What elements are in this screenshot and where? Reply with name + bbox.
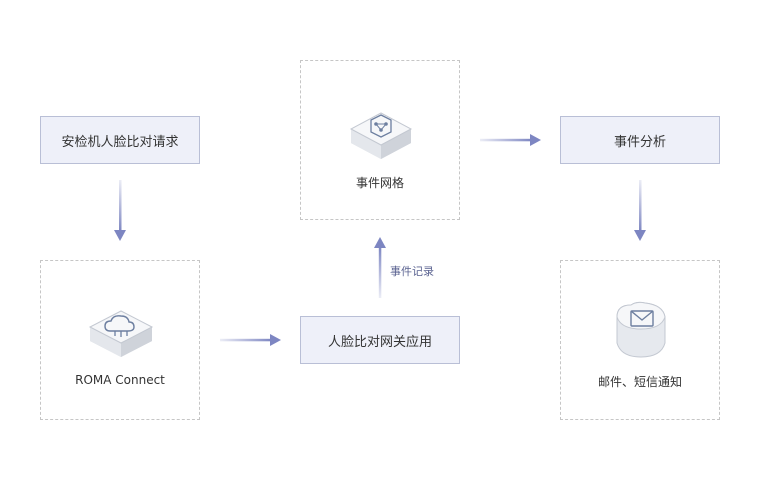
notify-label: 邮件、短信通知: [597, 375, 682, 389]
notify-node: 邮件、短信通知: [560, 260, 720, 420]
roma-connect-label: ROMA Connect: [75, 373, 165, 387]
event-mesh-node: 事件网格: [300, 60, 460, 220]
analysis-node: 事件分析: [560, 116, 720, 164]
event-mesh-label: 事件网格: [355, 176, 404, 190]
arrow-request-to-roma: [114, 180, 126, 241]
cloud-device-icon: [88, 310, 154, 357]
edge-label-event-record: 事件记录: [390, 265, 434, 278]
arrow-analysis-to-notify: [634, 180, 646, 241]
request-node-label: 安检机人脸比对请求: [61, 134, 179, 150]
event-mesh-device-icon: [349, 112, 413, 159]
request-node: 安检机人脸比对请求: [40, 116, 200, 164]
arrow-gateway-to-mesh: [374, 237, 386, 298]
arrow-mesh-to-analysis: [480, 134, 541, 146]
mail-cloud-device-icon: [616, 301, 666, 358]
arrow-roma-to-gateway: [220, 334, 281, 346]
roma-connect-node: ROMA Connect: [40, 260, 200, 420]
gateway-node: 人脸比对网关应用: [300, 316, 460, 364]
analysis-node-label: 事件分析: [613, 134, 666, 150]
gateway-node-label: 人脸比对网关应用: [327, 334, 432, 350]
